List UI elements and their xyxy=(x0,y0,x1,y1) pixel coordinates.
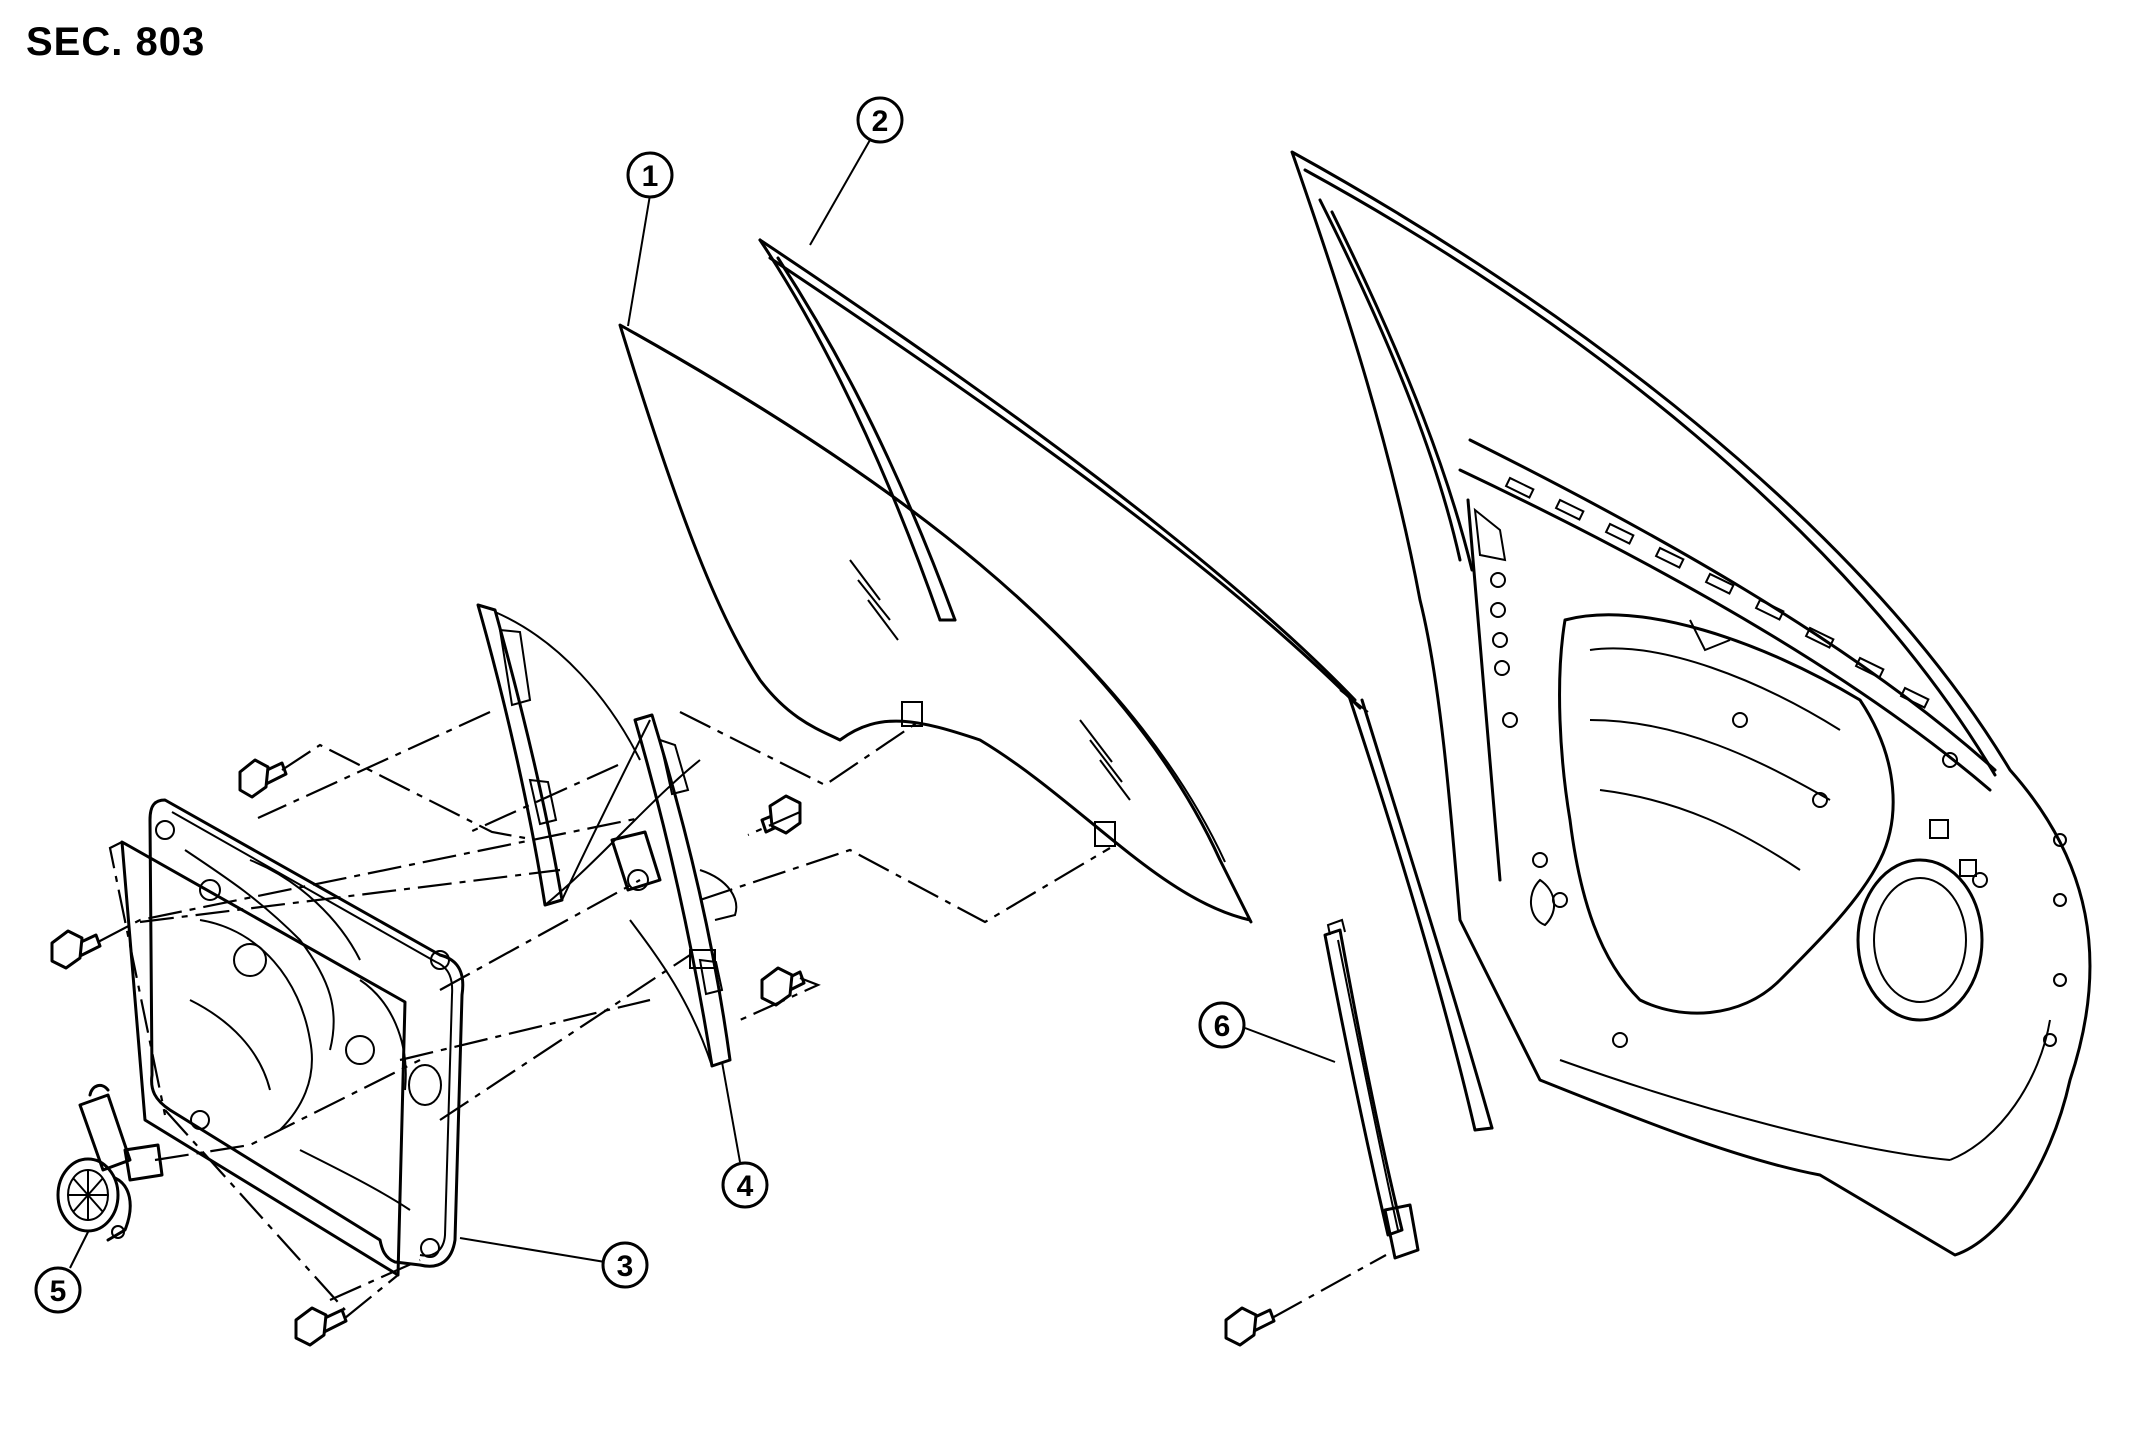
leader-lines xyxy=(69,139,1336,1269)
callout-5-number: 5 xyxy=(50,1275,67,1308)
regulator-motor xyxy=(56,1083,164,1242)
callout-2-number: 2 xyxy=(872,105,889,138)
callout-6: 6 xyxy=(1198,1001,1246,1049)
callout-3-number: 3 xyxy=(617,1250,634,1283)
glass-run-channel xyxy=(758,238,1494,1132)
callout-3: 3 xyxy=(601,1241,649,1289)
bolts xyxy=(50,758,1276,1347)
section-label: SEC. 803 xyxy=(26,20,206,64)
rear-lower-sash xyxy=(1323,918,1420,1260)
window-regulator xyxy=(476,603,738,1068)
door-panel xyxy=(1290,150,2092,1257)
door-glass xyxy=(618,323,1253,924)
callout-4-number: 4 xyxy=(737,1170,754,1203)
callout-4: 4 xyxy=(721,1161,769,1209)
callout-1-number: 1 xyxy=(642,160,659,193)
alignment-lines xyxy=(97,710,1387,1319)
callout-1: 1 xyxy=(626,151,674,199)
callout-6-number: 6 xyxy=(1214,1010,1231,1043)
module-panel xyxy=(120,798,465,1277)
callout-5: 5 xyxy=(34,1266,82,1314)
callout-2: 2 xyxy=(856,96,904,144)
